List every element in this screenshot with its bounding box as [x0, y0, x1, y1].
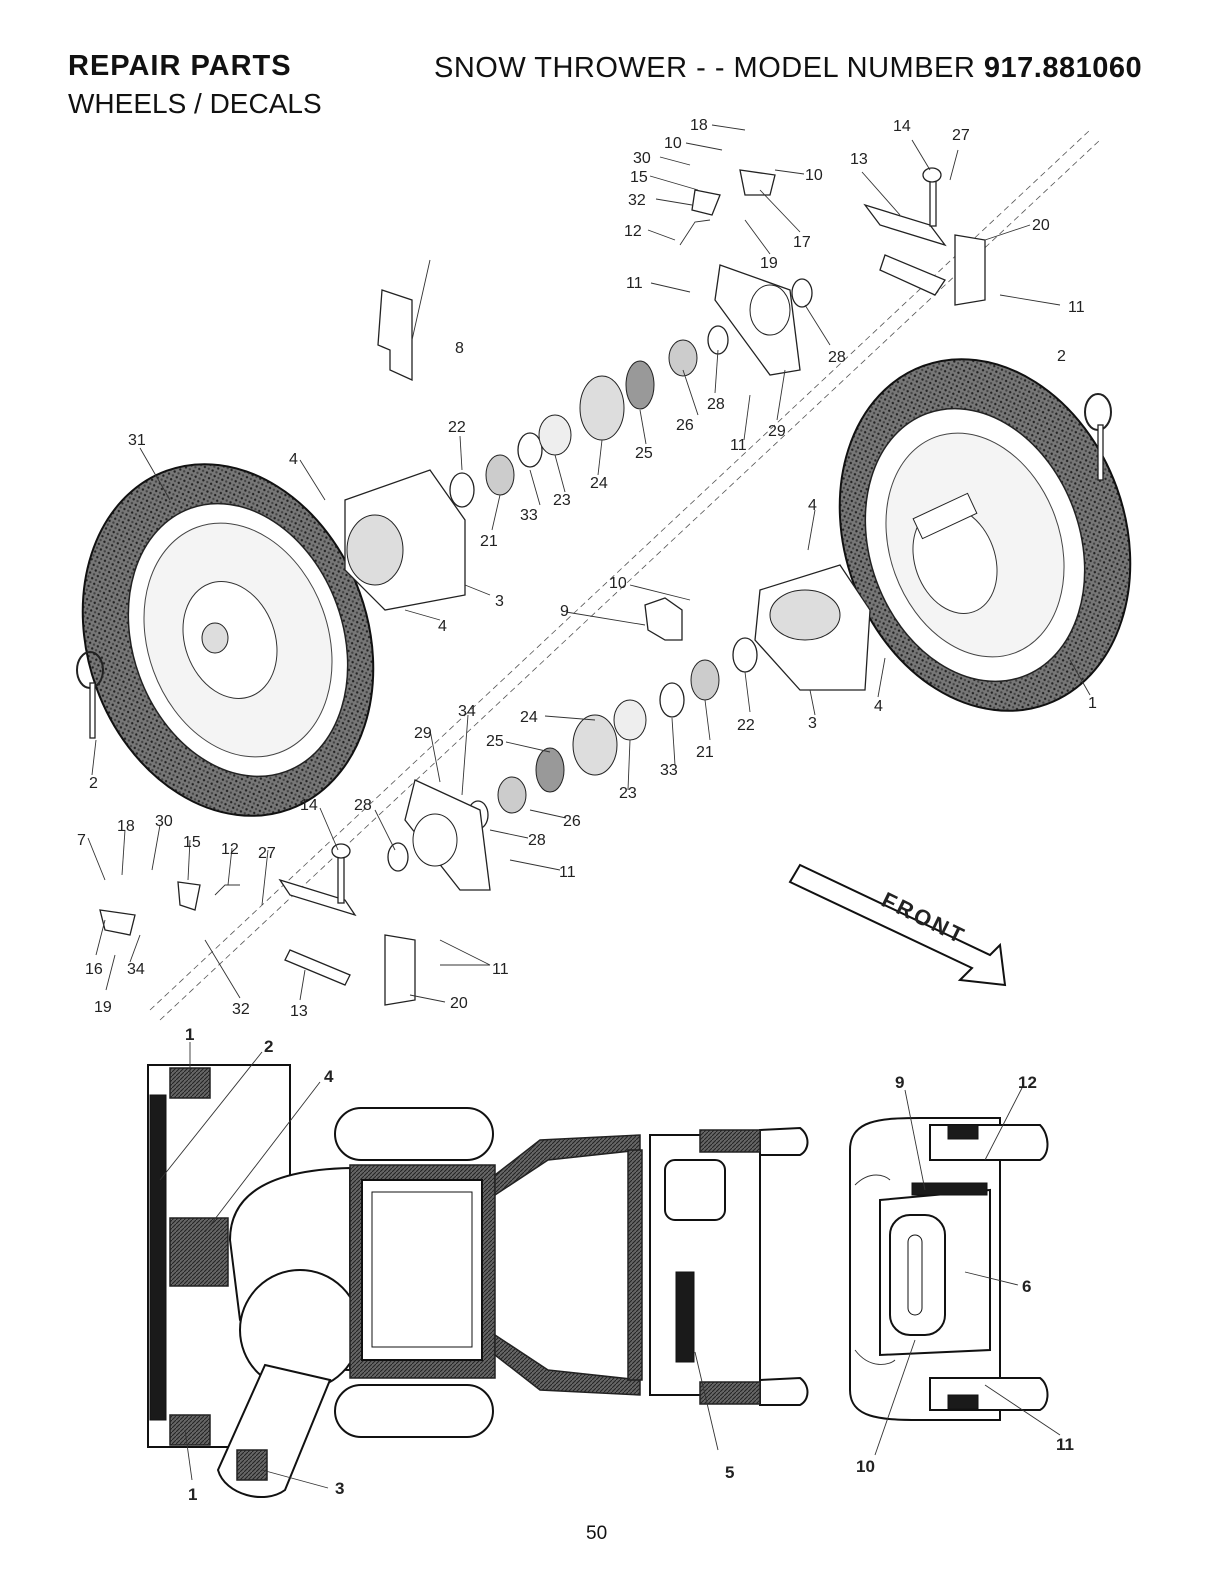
- callout: 21: [480, 533, 498, 550]
- callout: 11: [730, 437, 747, 454]
- callout: 27: [258, 845, 276, 862]
- page-number: 50: [586, 1523, 607, 1545]
- decal-view-wheel-top: [335, 1108, 493, 1160]
- callout: 9: [560, 603, 569, 620]
- decal-callout: 10: [856, 1457, 875, 1476]
- decal-callout: 6: [1022, 1277, 1031, 1296]
- callout: 15: [630, 169, 648, 186]
- callout: 24: [520, 709, 538, 726]
- callout: 32: [232, 1001, 250, 1018]
- upper-hub-parts: [450, 265, 812, 507]
- decal-callout: 11: [1056, 1435, 1074, 1454]
- callout: 21: [696, 744, 714, 761]
- callout: 3: [808, 715, 817, 732]
- chute-base: [240, 1270, 360, 1390]
- decal-view-wheel-bottom: [335, 1385, 493, 1437]
- lower-hub-parts: [388, 638, 757, 890]
- callout: 30: [155, 813, 173, 830]
- callout: 11: [626, 275, 643, 292]
- decal-callout: 1: [188, 1485, 197, 1504]
- callout: 10: [805, 167, 823, 184]
- callout: 28: [707, 396, 725, 413]
- callout: 13: [290, 1003, 308, 1020]
- callout: 33: [520, 507, 538, 524]
- callout: 16: [85, 961, 103, 978]
- callout: 14: [893, 118, 911, 135]
- callout: 10: [609, 575, 627, 592]
- callout: 10: [664, 135, 682, 152]
- callout: 18: [117, 818, 135, 835]
- bracket-9: [645, 598, 682, 640]
- callout: 24: [590, 475, 608, 492]
- callout: 26: [563, 813, 581, 830]
- callout: 14: [300, 797, 318, 814]
- decal-callout: 4: [324, 1067, 334, 1086]
- callout: 17: [793, 234, 811, 251]
- callout: 20: [450, 995, 468, 1012]
- callout: 22: [448, 419, 466, 436]
- callout: 1: [1088, 695, 1097, 712]
- callout: 3: [495, 593, 504, 610]
- callout: 8: [455, 340, 464, 357]
- decal-callout: 5: [725, 1463, 734, 1482]
- callout: 28: [528, 832, 546, 849]
- callout: 28: [828, 349, 846, 366]
- callout: 18: [690, 117, 708, 134]
- callout: 11: [492, 961, 509, 978]
- callout: 20: [1032, 217, 1050, 234]
- callout: 25: [635, 445, 653, 462]
- callout: 30: [633, 150, 651, 167]
- decal-control-panel: [850, 1118, 1048, 1420]
- bracket-20-lower: [385, 935, 415, 1005]
- callout: 25: [486, 733, 504, 750]
- callout: 12: [221, 841, 239, 858]
- callout: 23: [553, 492, 571, 509]
- callout: 31: [128, 432, 146, 449]
- callout: 4: [289, 451, 298, 468]
- callout: 32: [628, 192, 646, 209]
- callout: 15: [183, 834, 201, 851]
- decal-3: [237, 1450, 267, 1480]
- callout: 29: [768, 423, 786, 440]
- decal-9: [912, 1183, 987, 1195]
- callout: 2: [89, 775, 98, 792]
- decal-callout: 2: [264, 1037, 273, 1056]
- callout: 34: [458, 703, 476, 720]
- callout: 19: [760, 255, 778, 272]
- callout: 34: [127, 961, 145, 978]
- handle-grip-bottom: [760, 1378, 808, 1405]
- callout: 4: [874, 698, 883, 715]
- callout: 26: [676, 417, 694, 434]
- decal-4: [170, 1218, 228, 1286]
- decal-5: [676, 1272, 694, 1362]
- callout: 13: [850, 151, 868, 168]
- callout: 4: [438, 618, 447, 635]
- callout: 2: [1057, 348, 1066, 365]
- callout: 4: [808, 497, 817, 514]
- decal-callout: 1: [185, 1025, 194, 1044]
- callout: 28: [354, 797, 372, 814]
- callout: 19: [94, 999, 112, 1016]
- decal-1-bottom: [170, 1415, 210, 1445]
- handle-grip-top: [760, 1128, 808, 1155]
- bracket-8: [378, 290, 412, 380]
- callout: 11: [559, 864, 576, 881]
- callout: 22: [737, 717, 755, 734]
- callout: 29: [414, 725, 432, 742]
- decal-top-view: [148, 1065, 808, 1497]
- callout: 27: [952, 127, 970, 144]
- front-direction-arrow: FRONT: [790, 865, 1005, 985]
- bracket-20-upper: [955, 235, 985, 305]
- wheel-assembly: [35, 130, 1178, 1020]
- decal-callout: 12: [1018, 1073, 1037, 1092]
- callout: 11: [1068, 299, 1085, 316]
- callout: 33: [660, 762, 678, 779]
- decal-callout: 3: [335, 1479, 344, 1498]
- callout: 12: [624, 223, 642, 240]
- decal-2-strip: [150, 1095, 166, 1420]
- callout: 23: [619, 785, 637, 802]
- callout: 7: [77, 832, 86, 849]
- decal-callout: 9: [895, 1073, 904, 1092]
